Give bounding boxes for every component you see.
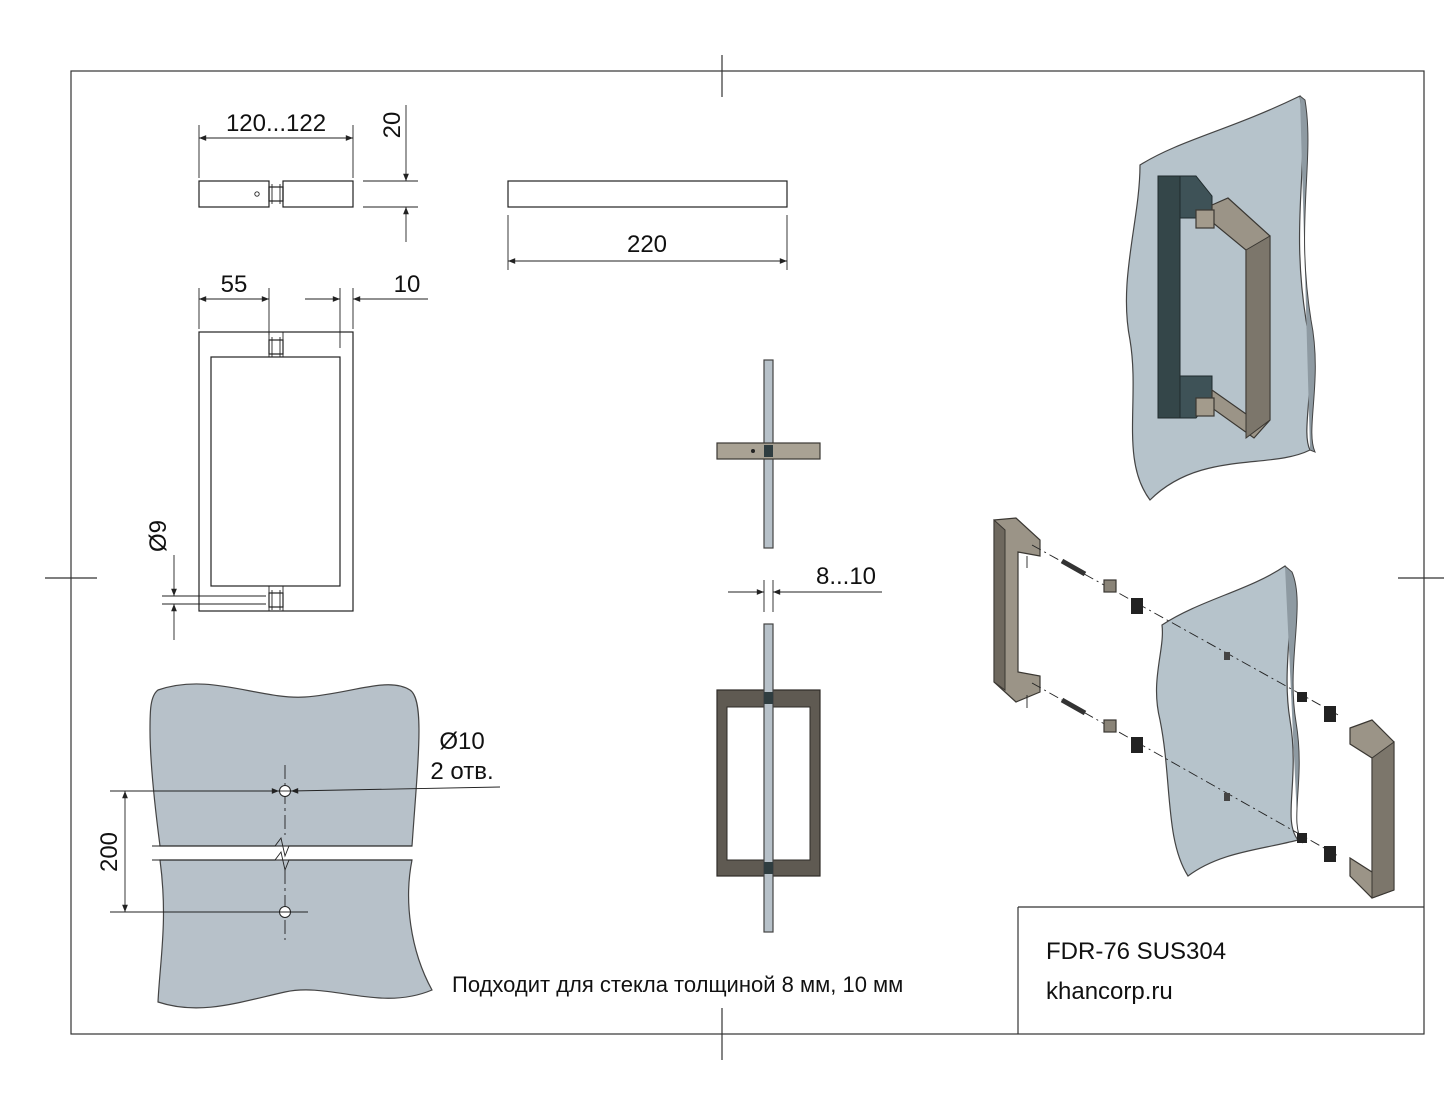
model-name: FDR-76 SUS304	[1046, 938, 1226, 965]
sheet-frame	[45, 55, 1444, 1060]
dimension-length-220: 220	[507, 215, 788, 270]
front-view-handle	[198, 331, 354, 612]
dimension-offset-10: 10	[305, 271, 428, 348]
dimension-length-range: 120...122	[198, 110, 354, 178]
dimension-glass-thickness: 8...10	[728, 563, 882, 612]
dim-length-220-text: 220	[627, 231, 667, 258]
dim-offset-10-text: 10	[394, 271, 421, 298]
dim-height-20-text: 20	[379, 112, 406, 139]
dim-hole-count-text: 2 отв.	[430, 758, 493, 785]
dimension-hole-9: Ø9	[145, 520, 266, 640]
top-view-handle	[198, 180, 354, 208]
dim-length-range-text: 120...122	[226, 110, 326, 137]
website-text: khancorp.ru	[1046, 978, 1173, 1005]
side-section-top	[716, 359, 821, 549]
glass-thickness-note: Подходит для стекла толщиной 8 мм, 10 мм	[452, 972, 903, 997]
glass-panel-section	[149, 683, 433, 1009]
dimension-hole-spacing: 200	[96, 790, 308, 913]
dim-hole-spacing-text: 200	[96, 832, 123, 872]
isometric-exploded-view	[993, 517, 1395, 899]
isometric-assembled-view	[1125, 95, 1316, 501]
dimension-height-20: 20	[363, 105, 418, 242]
dimension-glass-hole: Ø10 2 отв.	[242, 728, 501, 794]
title-block: FDR-76 SUS304 khancorp.ru	[1017, 906, 1424, 1034]
side-view-bar	[507, 180, 788, 208]
side-section-bottom	[716, 623, 821, 933]
dim-glass-hole-text: Ø10	[439, 728, 484, 755]
dim-offset-55-text: 55	[221, 271, 248, 298]
dimension-offset-55: 55	[198, 271, 270, 335]
dim-glass-thickness-text: 8...10	[816, 563, 876, 590]
dim-hole-9-text: Ø9	[145, 520, 172, 552]
